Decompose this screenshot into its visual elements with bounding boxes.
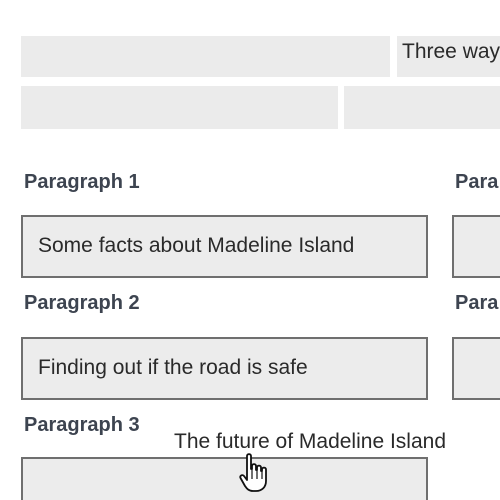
- right-column-label-2: Para: [455, 292, 499, 314]
- paragraph-2-drop-zone[interactable]: Finding out if the road is safe: [21, 337, 428, 400]
- paragraph-2-label: Paragraph 2: [24, 292, 140, 314]
- paragraph-1-drop-zone[interactable]: Some facts about Madeline Island: [21, 215, 428, 278]
- option-slot-4[interactable]: [344, 86, 500, 129]
- right-column-label-1: Para: [455, 171, 499, 193]
- right-column-drop-zone-1[interactable]: [452, 215, 500, 278]
- option-slot-2[interactable]: [397, 36, 500, 77]
- paragraph-3-label: Paragraph 3: [24, 414, 140, 436]
- hand-pointer-icon: [239, 453, 267, 492]
- right-column-drop-zone-2[interactable]: [452, 337, 500, 400]
- paragraph-3-drop-zone[interactable]: [21, 457, 428, 500]
- option-text-partial[interactable]: Three way: [402, 40, 500, 63]
- dragged-option[interactable]: The future of Madeline Island: [174, 430, 446, 453]
- paragraph-1-label: Paragraph 1: [24, 171, 140, 193]
- option-slot-1[interactable]: [21, 36, 390, 77]
- option-slot-3[interactable]: [21, 86, 338, 129]
